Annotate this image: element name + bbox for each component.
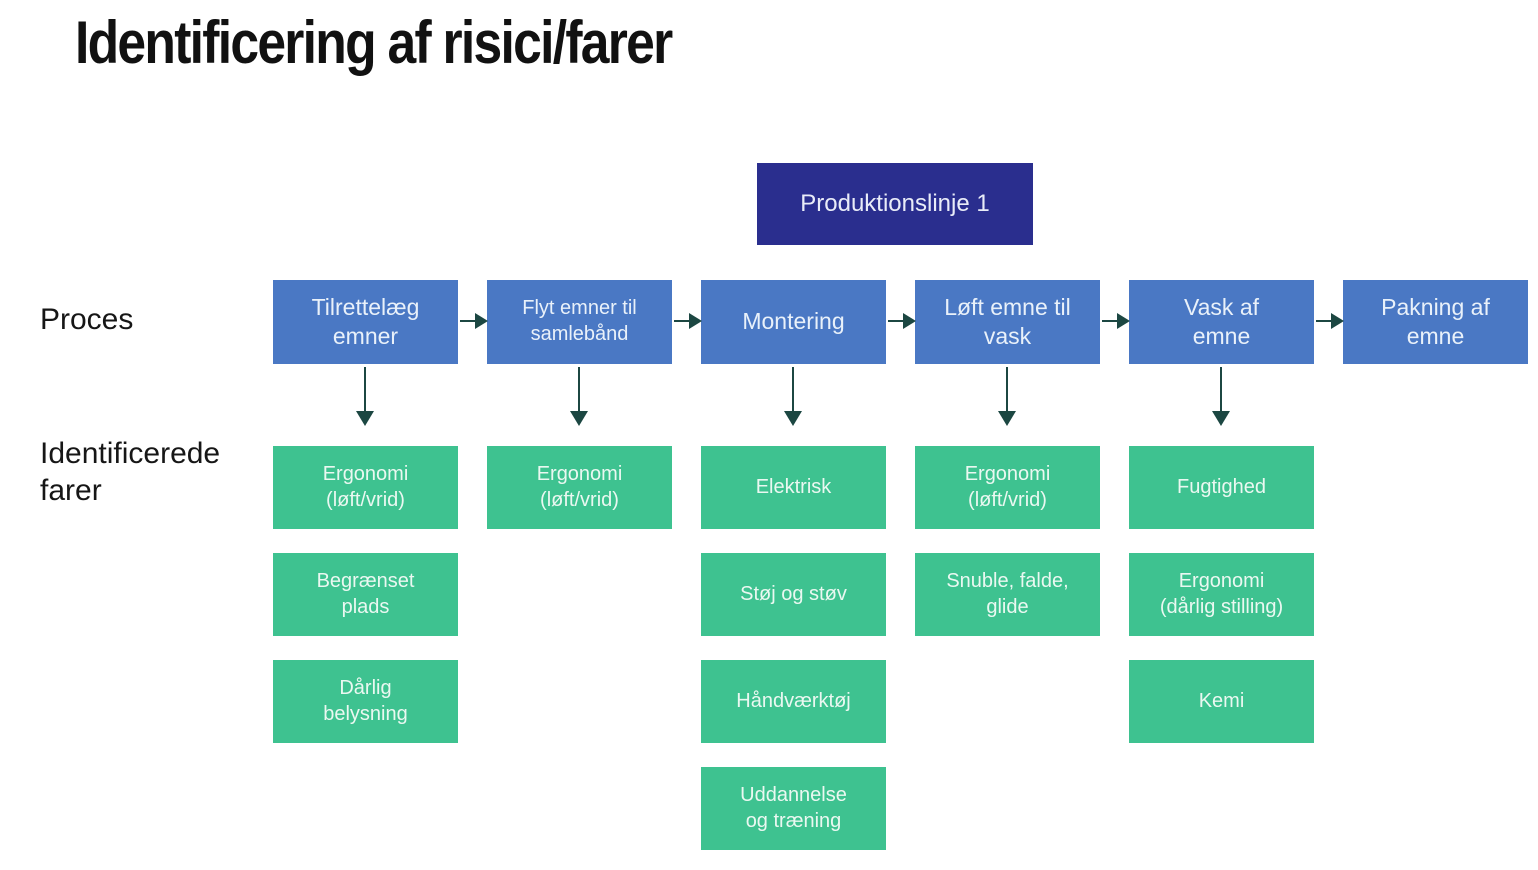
process-box-montering: Montering <box>701 280 886 364</box>
process-box-flyt-emner-til-samlebaand: Flyt emner til samlebånd <box>487 280 672 364</box>
arrow-right-icon <box>460 320 475 322</box>
page-title: Identificering af risici/farer <box>75 9 673 76</box>
hazard-box: Ergonomi (løft/vrid) <box>273 446 458 529</box>
hazard-box: Begrænset plads <box>273 553 458 636</box>
hazard-box: Ergonomi (løft/vrid) <box>487 446 672 529</box>
hazard-box: Uddannelse og træning <box>701 767 886 850</box>
hazard-box: Støj og støv <box>701 553 886 636</box>
process-box-tilrettelaeg-emner: Tilrettelæg emner <box>273 280 458 364</box>
hazard-box: Håndværktøj <box>701 660 886 743</box>
identified-hazards-row-label: Identificerede farer <box>40 437 221 507</box>
hazard-box: Dårlig belysning <box>273 660 458 743</box>
hazard-box: Ergonomi (løft/vrid) <box>915 446 1100 529</box>
arrow-right-icon <box>674 320 689 322</box>
arrow-down-icon <box>578 367 580 411</box>
arrow-down-icon <box>364 367 366 411</box>
hazard-box: Fugtighed <box>1129 446 1314 529</box>
hazard-box: Ergonomi (dårlig stilling) <box>1129 553 1314 636</box>
process-box-loeft-emne-til-vask: Løft emne til vask <box>915 280 1100 364</box>
arrow-right-icon <box>888 320 903 322</box>
hazard-box: Kemi <box>1129 660 1314 743</box>
process-box-vask-af-emne: Vask af emne <box>1129 280 1314 364</box>
arrow-down-icon <box>792 367 794 411</box>
arrow-right-icon <box>1316 320 1331 322</box>
process-row-label: Proces <box>40 303 134 336</box>
process-box-pakning-af-emne: Pakning af emne <box>1343 280 1528 364</box>
arrow-down-icon <box>1006 367 1008 411</box>
arrow-down-icon <box>1220 367 1222 411</box>
hazard-box: Elektrisk <box>701 446 886 529</box>
arrow-right-icon <box>1102 320 1117 322</box>
production-line-box: Produktionslinje 1 <box>757 163 1033 245</box>
hazard-box: Snuble, falde, glide <box>915 553 1100 636</box>
